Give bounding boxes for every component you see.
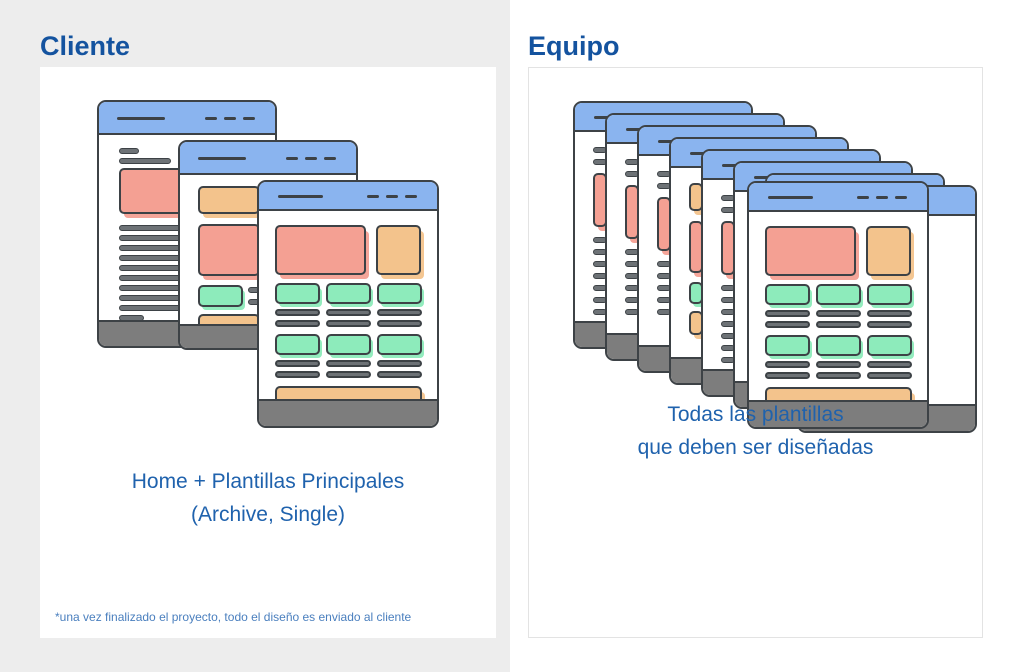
panel-cliente: Cliente xyxy=(0,0,510,672)
mockup-footer-bar xyxy=(749,400,927,427)
content-line xyxy=(119,265,183,271)
content-line xyxy=(119,235,183,241)
header-dash-2 xyxy=(876,196,888,199)
content-line xyxy=(119,255,183,261)
header-solid-line xyxy=(278,195,323,198)
grid-text-line xyxy=(326,320,371,327)
grid-text-line xyxy=(765,321,810,328)
grid-text-line xyxy=(377,360,422,367)
content-block-hero xyxy=(119,168,183,214)
content-block-thumb xyxy=(198,285,243,307)
grid-text-line xyxy=(275,371,320,378)
grid-block xyxy=(816,335,861,356)
grid-block xyxy=(377,283,422,304)
grid-text-line xyxy=(765,361,810,368)
grid-block xyxy=(867,284,912,305)
grid-text-line xyxy=(326,309,371,316)
content-block-hero xyxy=(198,224,260,276)
panel-body-equipo xyxy=(528,67,983,638)
grid-text-line xyxy=(326,360,371,367)
caption-equipo: Todas las plantillas que deben ser diseñ… xyxy=(637,403,874,459)
grid-text-line xyxy=(377,320,422,327)
mockup-card-front[interactable] xyxy=(747,181,929,429)
panel-title-equipo: Equipo xyxy=(528,31,620,61)
content-line xyxy=(119,275,183,281)
grid-text-line xyxy=(765,310,810,317)
grid-text-line xyxy=(867,372,912,379)
mockup-header-bar xyxy=(259,182,437,211)
grid-block xyxy=(377,334,422,355)
caption-cliente: Home + Plantillas Principales (Archive, … xyxy=(131,470,405,526)
grid-text-line xyxy=(377,371,422,378)
grid-block xyxy=(326,283,371,304)
grid-text-line xyxy=(816,372,861,379)
mockup-header-bar xyxy=(99,102,275,135)
mockup-card-front[interactable] xyxy=(257,180,439,428)
header-dash-1 xyxy=(367,195,379,198)
content-line xyxy=(119,305,183,311)
header-solid-line xyxy=(768,196,813,199)
grid-block xyxy=(765,284,810,305)
header-dash-1 xyxy=(205,117,217,120)
header-dash-3 xyxy=(405,195,417,198)
panel-title-cliente: Cliente xyxy=(40,31,131,61)
content-line xyxy=(119,148,139,154)
mockup-header-bar xyxy=(749,183,927,212)
content-block-hero xyxy=(765,226,856,276)
header-solid-line xyxy=(117,117,165,120)
grid-block xyxy=(867,335,912,356)
mockup-footer-bar xyxy=(259,399,437,426)
content-line xyxy=(119,285,183,291)
grid-text-line xyxy=(275,320,320,327)
grid-text-line xyxy=(867,361,912,368)
content-line xyxy=(119,295,183,301)
content-block-side xyxy=(866,226,911,276)
grid-text-line xyxy=(867,310,912,317)
panel-equipo: Equipo xyxy=(510,0,1024,672)
grid-block xyxy=(275,334,320,355)
mockup-header-bar xyxy=(180,142,356,175)
grid-text-line xyxy=(867,321,912,328)
content-block-top xyxy=(198,186,260,214)
content-line xyxy=(119,225,183,231)
header-dash-2 xyxy=(224,117,236,120)
grid-text-line xyxy=(275,309,320,316)
header-dash-3 xyxy=(324,157,336,160)
content-line xyxy=(119,245,183,251)
header-dash-1 xyxy=(857,196,869,199)
footnote-cliente: *una vez finalizado el proyecto, todo el… xyxy=(55,610,412,624)
grid-block xyxy=(765,335,810,356)
header-dash-3 xyxy=(243,117,255,120)
content-line xyxy=(119,158,171,164)
content-block-hero xyxy=(275,225,366,275)
header-dash-2 xyxy=(386,195,398,198)
grid-text-line xyxy=(765,372,810,379)
grid-block xyxy=(326,334,371,355)
grid-text-line xyxy=(816,321,861,328)
header-dash-2 xyxy=(305,157,317,160)
header-dash-1 xyxy=(286,157,298,160)
header-dash-3 xyxy=(895,196,907,199)
grid-text-line xyxy=(377,309,422,316)
grid-text-line xyxy=(275,360,320,367)
grid-text-line xyxy=(326,371,371,378)
grid-block xyxy=(275,283,320,304)
grid-block xyxy=(816,284,861,305)
grid-text-line xyxy=(816,310,861,317)
grid-text-line xyxy=(816,361,861,368)
header-solid-line xyxy=(198,157,246,160)
content-block-side xyxy=(376,225,421,275)
panel-body-cliente xyxy=(40,67,496,638)
